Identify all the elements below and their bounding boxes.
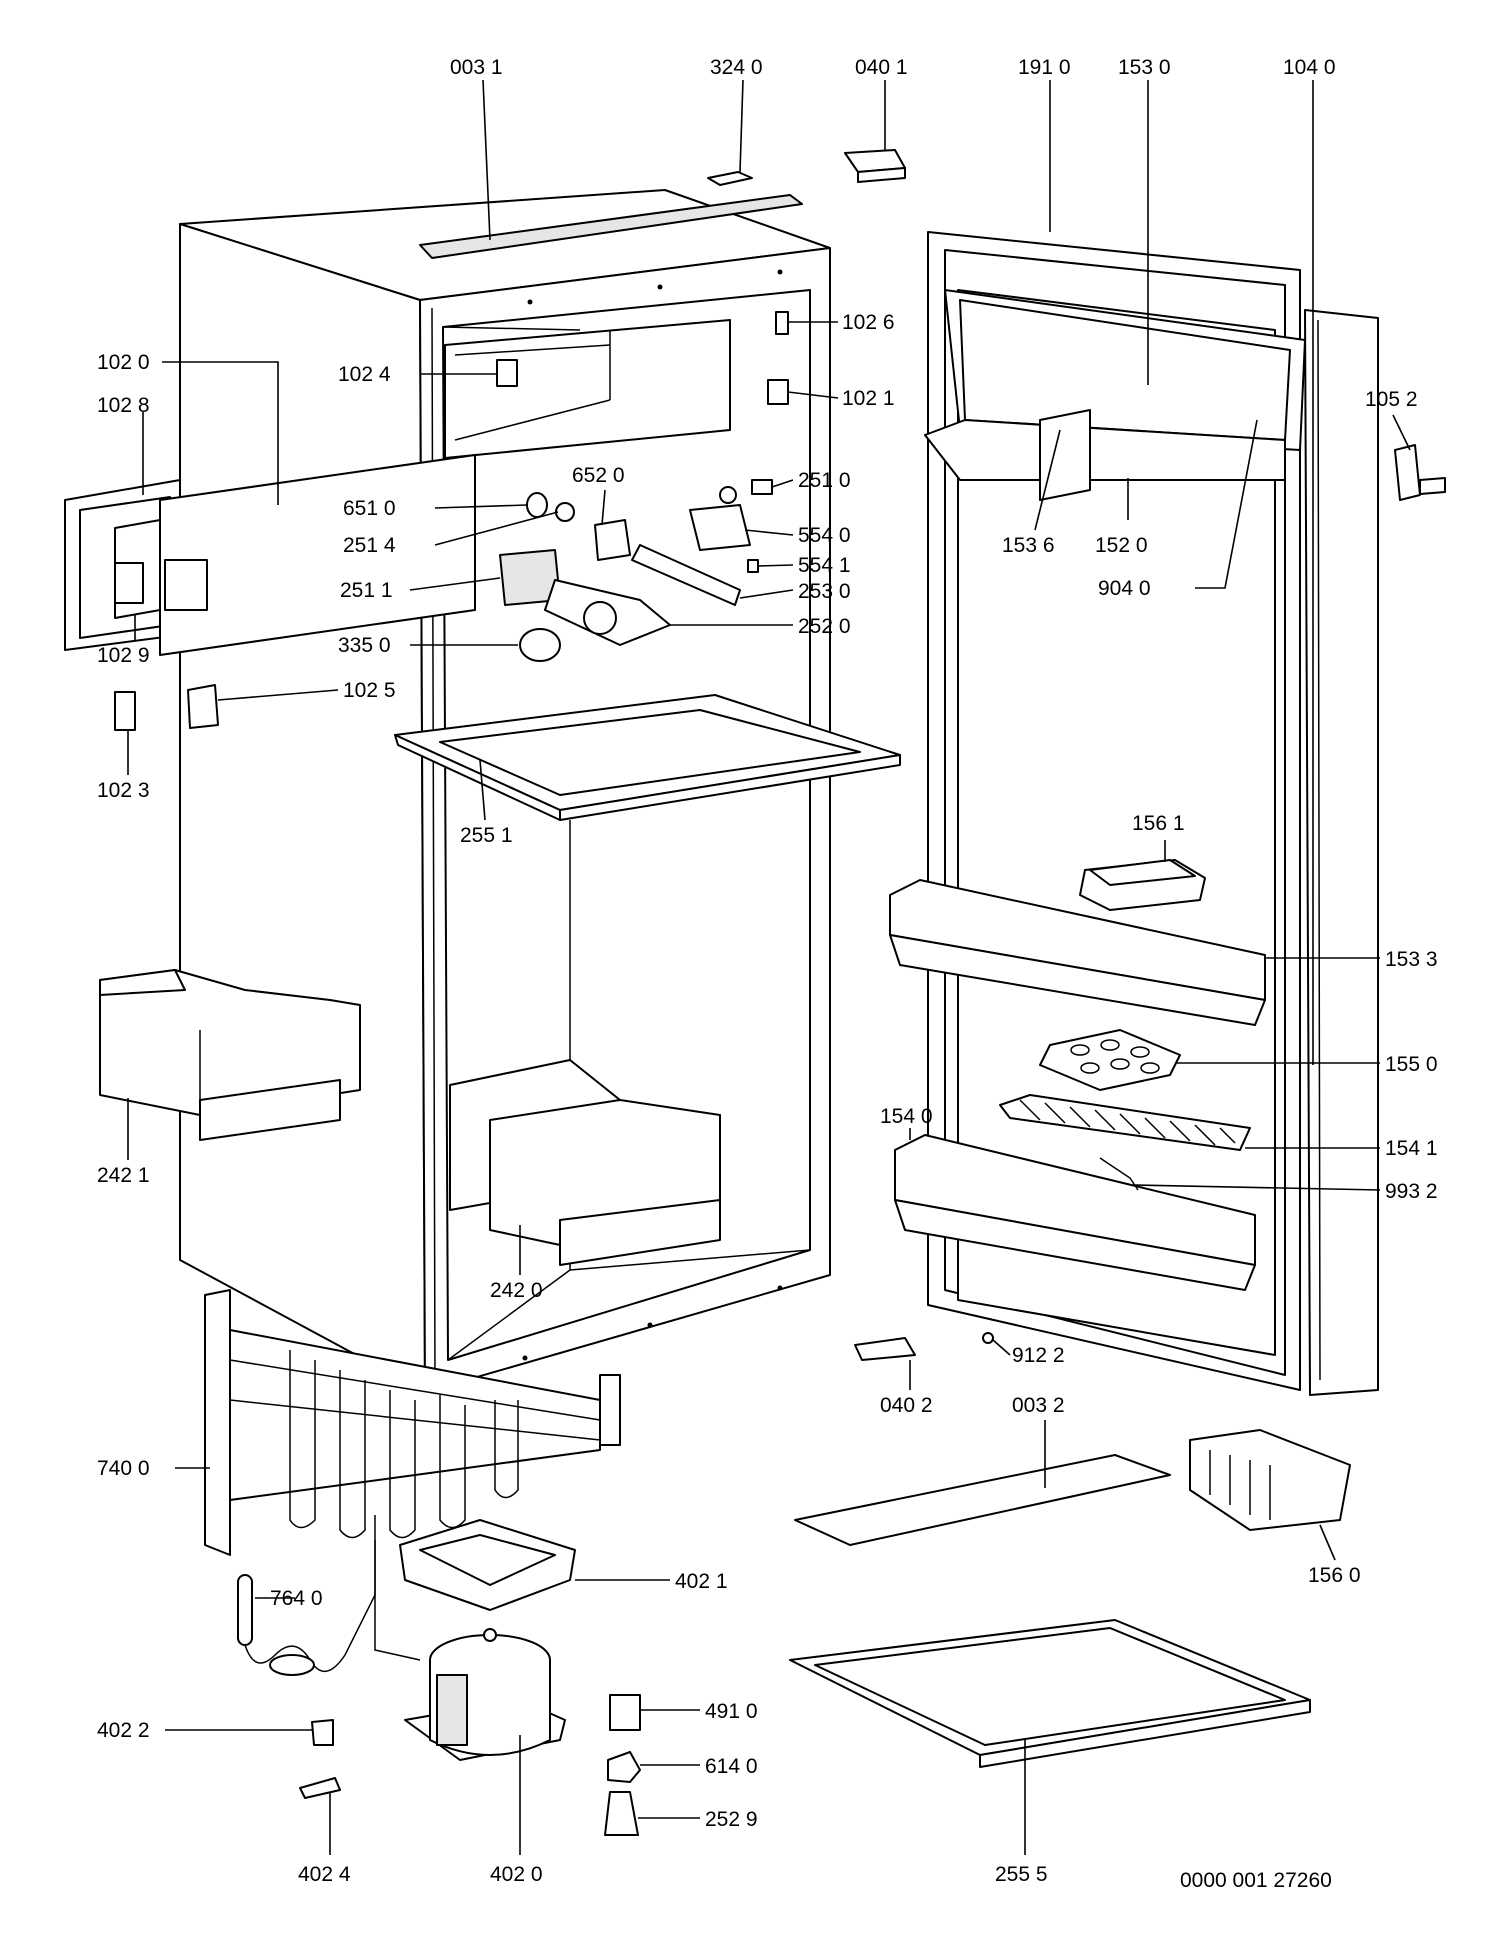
label-1021: 102 1 xyxy=(842,387,895,410)
part-4910 xyxy=(609,1694,641,1731)
label-2421: 242 1 xyxy=(97,1164,150,1187)
label-1550: 155 0 xyxy=(1385,1053,1438,1076)
drawing-reference-number: 0000 001 27260 xyxy=(1180,1869,1332,1892)
screw-9122 xyxy=(982,1332,994,1344)
hinge-right xyxy=(1394,444,1421,501)
label-9040: 904 0 xyxy=(1098,577,1151,600)
label-1029: 102 9 xyxy=(97,644,150,667)
glass-shelf-upper xyxy=(394,694,901,821)
label-1023: 102 3 xyxy=(97,779,150,802)
egg-tray xyxy=(1039,1029,1181,1091)
door-bin-middle xyxy=(889,879,1266,1026)
label-6510: 651 0 xyxy=(343,497,396,520)
label-1541: 154 1 xyxy=(1385,1137,1438,1160)
part-2529 xyxy=(604,1791,639,1836)
label-2551: 255 1 xyxy=(460,824,513,847)
crisper-drawer xyxy=(449,1059,721,1266)
label-1025: 102 5 xyxy=(343,679,396,702)
label-4024: 402 4 xyxy=(298,1863,351,1886)
glass-shelf-lower xyxy=(789,1619,1311,1768)
label-1540: 154 0 xyxy=(880,1105,933,1128)
condenser xyxy=(204,1289,621,1556)
label-1520: 152 0 xyxy=(1095,534,1148,557)
label-3350: 335 0 xyxy=(338,634,391,657)
ice-tray xyxy=(1189,1429,1351,1531)
label-3240: 324 0 xyxy=(710,56,763,79)
label-4910: 491 0 xyxy=(705,1700,758,1723)
door-bin-left xyxy=(99,969,361,1141)
part-6140 xyxy=(607,1751,641,1783)
label-6520: 652 0 xyxy=(572,464,625,487)
label-2530: 253 0 xyxy=(798,580,851,603)
label-7400: 740 0 xyxy=(97,1457,150,1480)
label-2511: 251 1 xyxy=(340,579,393,602)
label-4022: 402 2 xyxy=(97,1719,150,1742)
label-5541: 554 1 xyxy=(798,554,851,577)
wire-9932 xyxy=(1099,1157,1139,1191)
label-4020: 402 0 xyxy=(490,1863,543,1886)
dairy-compartment xyxy=(924,289,1306,501)
label-1536: 153 6 xyxy=(1002,534,1055,557)
label-0032: 003 2 xyxy=(1012,1394,1065,1417)
label-4021: 402 1 xyxy=(675,1570,728,1593)
clip-1026 xyxy=(775,311,789,335)
label-1560: 156 0 xyxy=(1308,1564,1361,1587)
label-1052: 105 2 xyxy=(1365,388,1418,411)
label-2555: 255 5 xyxy=(995,1863,1048,1886)
door-bin-lower xyxy=(894,1134,1256,1291)
label-6140: 614 0 xyxy=(705,1755,758,1778)
label-2514: 251 4 xyxy=(343,534,396,557)
clip-part xyxy=(707,171,753,186)
clip-1024 xyxy=(496,359,518,387)
label-2520: 252 0 xyxy=(798,615,851,638)
label-1530: 153 0 xyxy=(1118,56,1171,79)
compressor-bracket xyxy=(374,1519,576,1661)
label-1910: 191 0 xyxy=(1018,56,1071,79)
label-1533: 153 3 xyxy=(1385,948,1438,971)
label-0031: 003 1 xyxy=(450,56,503,79)
label-7640: 764 0 xyxy=(270,1587,323,1610)
label-0402: 040 2 xyxy=(880,1394,933,1417)
clip-1025 xyxy=(187,684,219,729)
leader-lines xyxy=(127,79,1411,1855)
bottle-rack xyxy=(999,1094,1251,1151)
top-rail xyxy=(419,194,803,259)
clip-1021 xyxy=(767,379,789,405)
clip-1023 xyxy=(114,691,136,731)
label-1026: 102 6 xyxy=(842,311,895,334)
compressor xyxy=(404,1628,566,1761)
hinge-right-pin xyxy=(1419,477,1446,495)
part-number-labels: 003 1 324 0 040 1 191 0 153 0 104 0 102 … xyxy=(97,56,1438,1892)
label-9122: 912 2 xyxy=(1012,1344,1065,1367)
part-4024 xyxy=(299,1777,341,1799)
label-9932: 993 2 xyxy=(1385,1180,1438,1203)
label-2420: 242 0 xyxy=(490,1279,543,1302)
door xyxy=(927,231,1379,1396)
bottom-rail xyxy=(794,1454,1171,1546)
butter-dish xyxy=(1079,859,1206,911)
label-1028: 102 8 xyxy=(97,394,150,417)
label-2529: 252 9 xyxy=(705,1808,758,1831)
label-1040: 104 0 xyxy=(1283,56,1336,79)
label-1020: 102 0 xyxy=(97,351,150,374)
label-1561: 156 1 xyxy=(1132,812,1185,835)
label-0401: 040 1 xyxy=(855,56,908,79)
label-5540: 554 0 xyxy=(798,524,851,547)
control-panel-assembly xyxy=(64,454,773,662)
label-2510: 251 0 xyxy=(798,469,851,492)
hinge-bottom xyxy=(854,1337,916,1361)
sensor-tube xyxy=(237,1515,376,1676)
part-4022 xyxy=(311,1719,334,1746)
hinge-top-plate xyxy=(857,167,906,183)
label-1024: 102 4 xyxy=(338,363,391,386)
